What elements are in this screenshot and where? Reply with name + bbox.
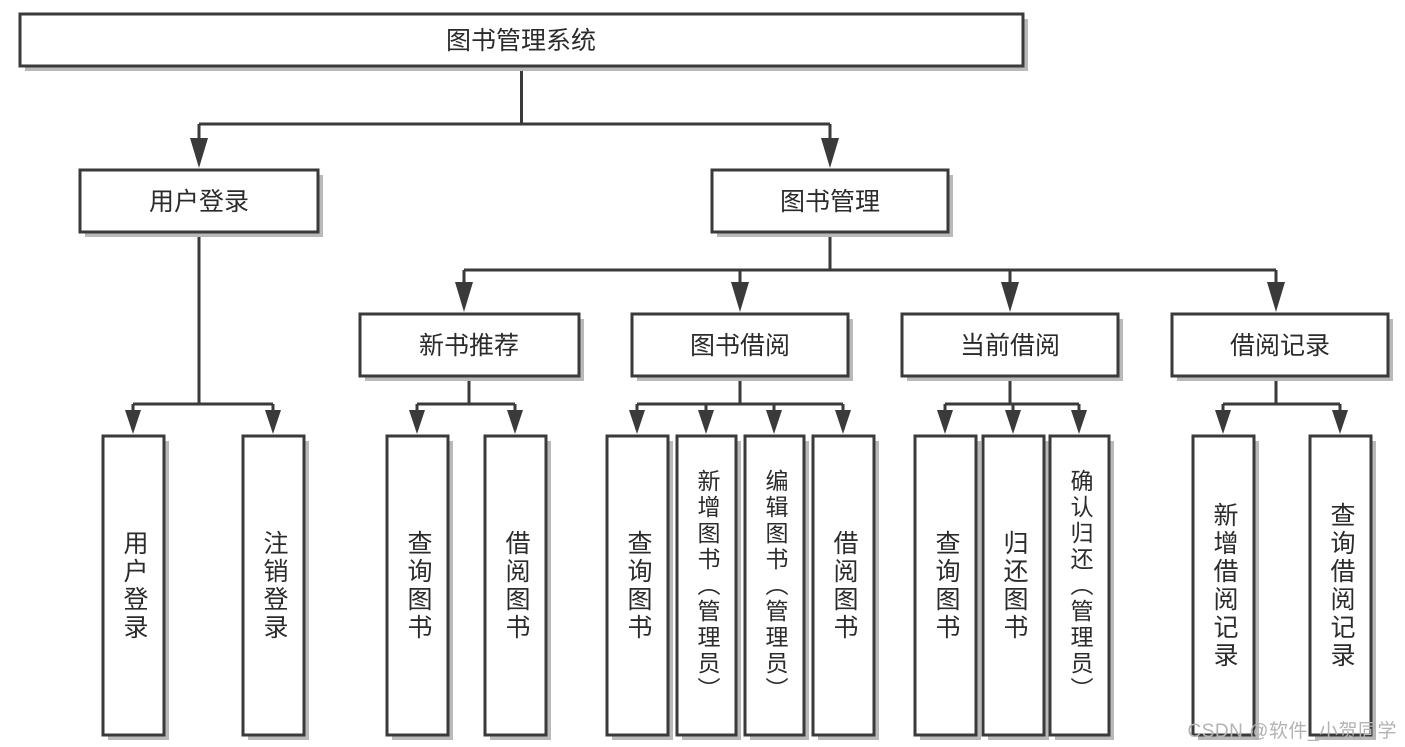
- arrowhead-newbook: [455, 282, 473, 312]
- user-login-label: 用户登录: [149, 188, 249, 216]
- current-borrow-label: 当前借阅: [960, 332, 1060, 360]
- arrowhead-leaf-9: [937, 410, 953, 434]
- leaf-node[interactable]: [743, 434, 809, 740]
- arrowhead-leaf-2: [265, 410, 281, 434]
- arrowhead-record: [1267, 282, 1285, 312]
- leaf-box[interactable]: [1191, 434, 1256, 737]
- leaf-node[interactable]: [1191, 434, 1259, 740]
- leaf-node[interactable]: [675, 434, 741, 740]
- arrowhead-leaf-11: [1071, 410, 1087, 434]
- node-new-book-recommend[interactable]: 新书推荐: [358, 312, 584, 381]
- edge-layer: [125, 66, 1348, 434]
- arrowhead-leaf-8: [835, 410, 851, 434]
- leaf-box[interactable]: [1308, 434, 1373, 737]
- leaf-box[interactable]: [241, 434, 306, 737]
- leaf-box[interactable]: [605, 434, 670, 737]
- leaf-box[interactable]: [483, 434, 548, 737]
- leaf-box[interactable]: [101, 434, 166, 737]
- leaf-node[interactable]: [101, 434, 169, 740]
- node-borrow-record[interactable]: 借阅记录: [1170, 312, 1393, 381]
- arrowhead-leaf-12: [1215, 410, 1231, 434]
- root-label: 图书管理系统: [446, 27, 596, 55]
- arrowhead-leaf-10: [1005, 410, 1021, 434]
- arrowhead-book-mgmt: [821, 138, 839, 168]
- new-book-recommend-box[interactable]: [358, 312, 581, 378]
- leaf-node[interactable]: [1308, 434, 1376, 740]
- leaf-box[interactable]: [743, 434, 806, 737]
- arrowhead-leaf-7: [766, 410, 782, 434]
- node-book-borrow[interactable]: 图书借阅: [630, 312, 853, 381]
- arrowhead-leaf-1: [125, 410, 141, 434]
- arrowhead-leaf-6: [698, 410, 714, 434]
- leaf-node[interactable]: [811, 434, 879, 740]
- leaf-node[interactable]: [913, 434, 981, 740]
- node-current-borrow[interactable]: 当前借阅: [900, 312, 1123, 381]
- leaf-node[interactable]: [483, 434, 551, 740]
- arrowhead-leaf-5: [629, 410, 645, 434]
- node-user-login[interactable]: 用户登录: [78, 168, 323, 237]
- book-management-box[interactable]: [710, 168, 950, 234]
- book-borrow-label: 图书借阅: [690, 332, 790, 360]
- node-book-management[interactable]: 图书管理: [710, 168, 953, 237]
- node-root[interactable]: 图书管理系统: [18, 12, 1028, 71]
- leaf-node[interactable]: [981, 434, 1049, 740]
- leaf-box[interactable]: [913, 434, 978, 737]
- leaf-box[interactable]: [675, 434, 738, 737]
- user-login-box[interactable]: [78, 168, 320, 234]
- arrowhead-user-login: [190, 138, 208, 168]
- borrow-record-box[interactable]: [1170, 312, 1390, 378]
- arrowhead-leaf-4: [507, 410, 523, 434]
- current-borrow-box[interactable]: [900, 312, 1120, 378]
- leaf-node[interactable]: [605, 434, 673, 740]
- root-box[interactable]: [18, 12, 1025, 68]
- leaf-box[interactable]: [981, 434, 1046, 737]
- book-management-label: 图书管理: [780, 188, 880, 216]
- arrowhead-leaf-3: [409, 410, 425, 434]
- borrow-record-label: 借阅记录: [1230, 332, 1330, 360]
- new-book-recommend-label: 新书推荐: [419, 332, 519, 360]
- leaf-box[interactable]: [1048, 434, 1111, 737]
- leaf-node[interactable]: [385, 434, 453, 740]
- arrowhead-leaf-13: [1332, 410, 1348, 434]
- arrowhead-borrow: [731, 282, 749, 312]
- book-borrow-box[interactable]: [630, 312, 850, 378]
- leaf-box[interactable]: [385, 434, 450, 737]
- leaf-node[interactable]: [1048, 434, 1114, 740]
- leaf-node[interactable]: [241, 434, 309, 740]
- arrowhead-current: [1001, 282, 1019, 312]
- leaf-box[interactable]: [811, 434, 876, 737]
